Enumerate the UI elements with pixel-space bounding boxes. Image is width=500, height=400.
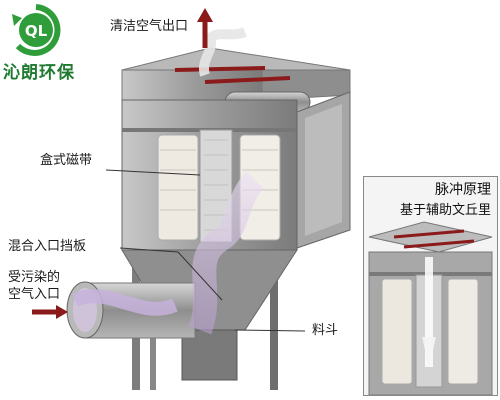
logo-letters: QL — [25, 22, 48, 40]
label-mixed-inlet-baffle: 混合入口挡板 — [8, 239, 87, 254]
pulse-illustration — [368, 221, 493, 395]
label-box-magnet: 盒式磁带 — [40, 153, 93, 168]
brand-name: 沁朗环保 — [3, 63, 75, 83]
inset-title: 脉冲原理 — [435, 182, 491, 198]
pulse-principle-inset: 脉冲原理 基于辅助文丘里 — [363, 176, 498, 396]
label-hopper: 料斗 — [312, 323, 339, 338]
label-clean-air-outlet: 清洁空气出口 — [110, 19, 189, 34]
label-polluted-air-inlet-2: 空气入口 — [8, 287, 61, 302]
brand-logo: QL — [12, 4, 61, 56]
label-polluted-air-inlet-1: 受污染的 — [8, 270, 61, 285]
inset-subtitle: 基于辅助文丘里 — [399, 203, 491, 218]
